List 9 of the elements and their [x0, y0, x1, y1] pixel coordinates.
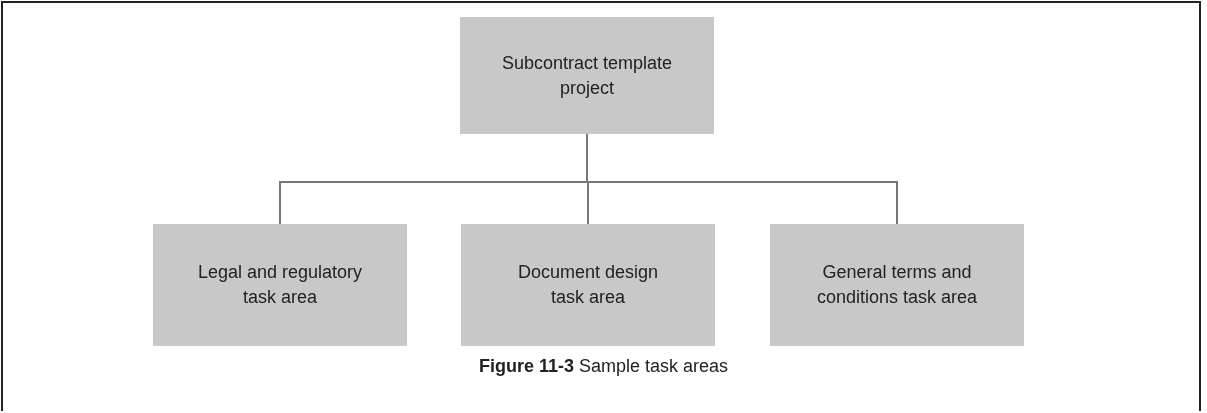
box-label: Legal and regulatory task area [196, 261, 364, 309]
task-box [770, 224, 1024, 346]
box-label: Document design task area [516, 261, 660, 309]
box-label: Subcontract template project [500, 51, 674, 100]
task-box [461, 224, 715, 346]
task-box [153, 224, 407, 346]
box-label: General terms and conditions task area [815, 261, 979, 309]
figure-caption: Figure 11-3 Sample task areas [478, 356, 729, 376]
task-box [460, 17, 714, 134]
